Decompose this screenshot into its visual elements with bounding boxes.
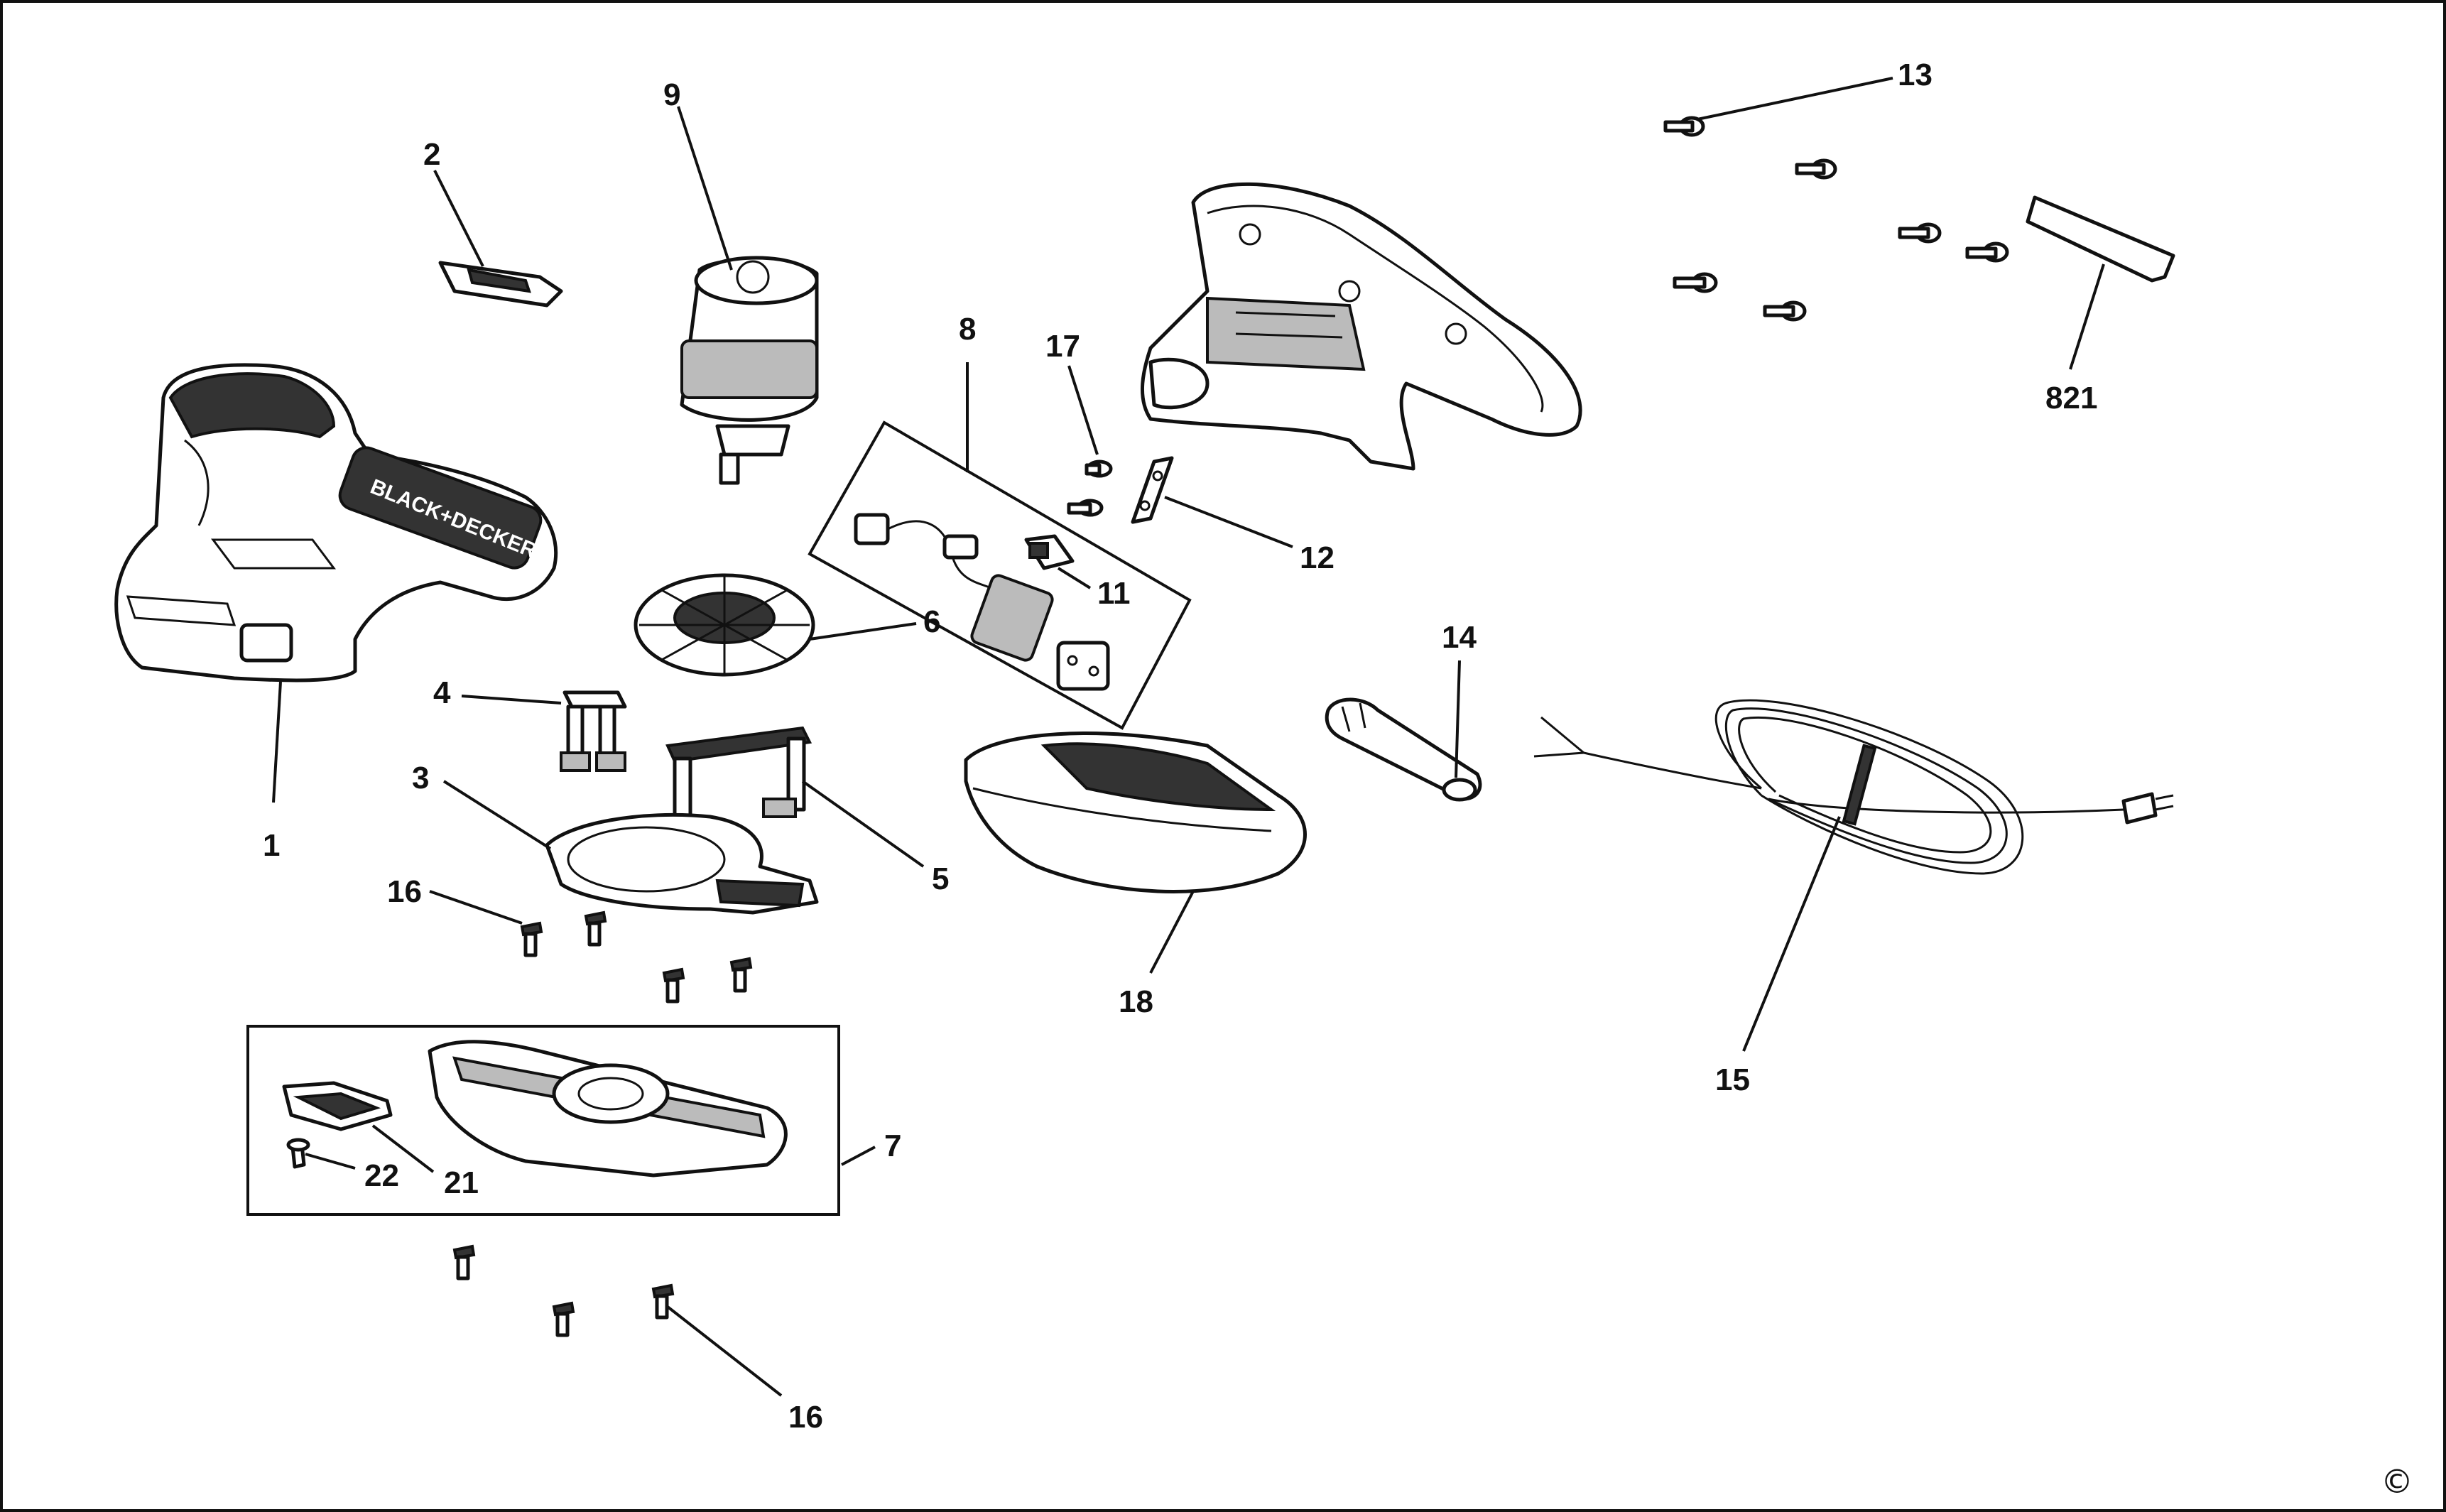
label-821: 821 <box>2045 381 2097 415</box>
part-3-base-plate <box>545 812 819 915</box>
label-12: 12 <box>1300 540 1335 575</box>
label-16-lower: 16 <box>788 1400 823 1435</box>
label-15: 15 <box>1715 1062 1750 1097</box>
label-21: 21 <box>444 1165 479 1200</box>
part-821-label <box>2026 195 2175 283</box>
part-14-cord-guard <box>1325 697 1482 802</box>
label-14: 14 <box>1442 620 1477 655</box>
part-5-long-bracket <box>663 726 812 836</box>
label-2: 2 <box>423 137 440 172</box>
part-18-dust-box <box>964 731 1307 893</box>
kit-box-7 <box>246 1025 840 1216</box>
part-11-switch <box>1024 534 1075 570</box>
part-1-housing: BLACK+DECKER <box>114 363 558 682</box>
label-13: 13 <box>1898 58 1933 92</box>
part-6-fan <box>634 573 815 677</box>
part-4-bracket <box>560 690 627 772</box>
part-12-clip <box>1131 456 1174 524</box>
part-8-wiring <box>854 513 1110 691</box>
part-2-switch-slider <box>438 261 563 308</box>
label-9: 9 <box>663 77 680 112</box>
part-17-screws <box>1067 459 1113 517</box>
part-13-screws <box>1663 116 2009 322</box>
part-9-motor <box>680 256 819 485</box>
part-housing-half <box>1141 182 1582 471</box>
label-7: 7 <box>884 1128 901 1163</box>
label-16-upper: 16 <box>387 874 422 909</box>
label-8: 8 <box>959 312 976 347</box>
label-11: 11 <box>1097 576 1131 611</box>
label-5: 5 <box>932 861 949 896</box>
part-7-sanding-pad <box>428 1040 788 1177</box>
label-22: 22 <box>364 1158 399 1193</box>
label-1: 1 <box>263 828 280 863</box>
label-17: 17 <box>1045 329 1080 364</box>
copyright-mark: © <box>2381 1462 2413 1501</box>
part-15-power-cord <box>1533 699 2174 875</box>
part-22-screw <box>286 1138 310 1169</box>
label-3: 3 <box>412 761 429 795</box>
label-4: 4 <box>433 675 451 710</box>
kit-box-8 <box>808 420 1192 730</box>
part-16-screws-lower <box>452 1244 675 1337</box>
label-18: 18 <box>1119 984 1153 1019</box>
part-16-screws-upper <box>520 910 753 1004</box>
part-21-clamp <box>282 1081 393 1131</box>
